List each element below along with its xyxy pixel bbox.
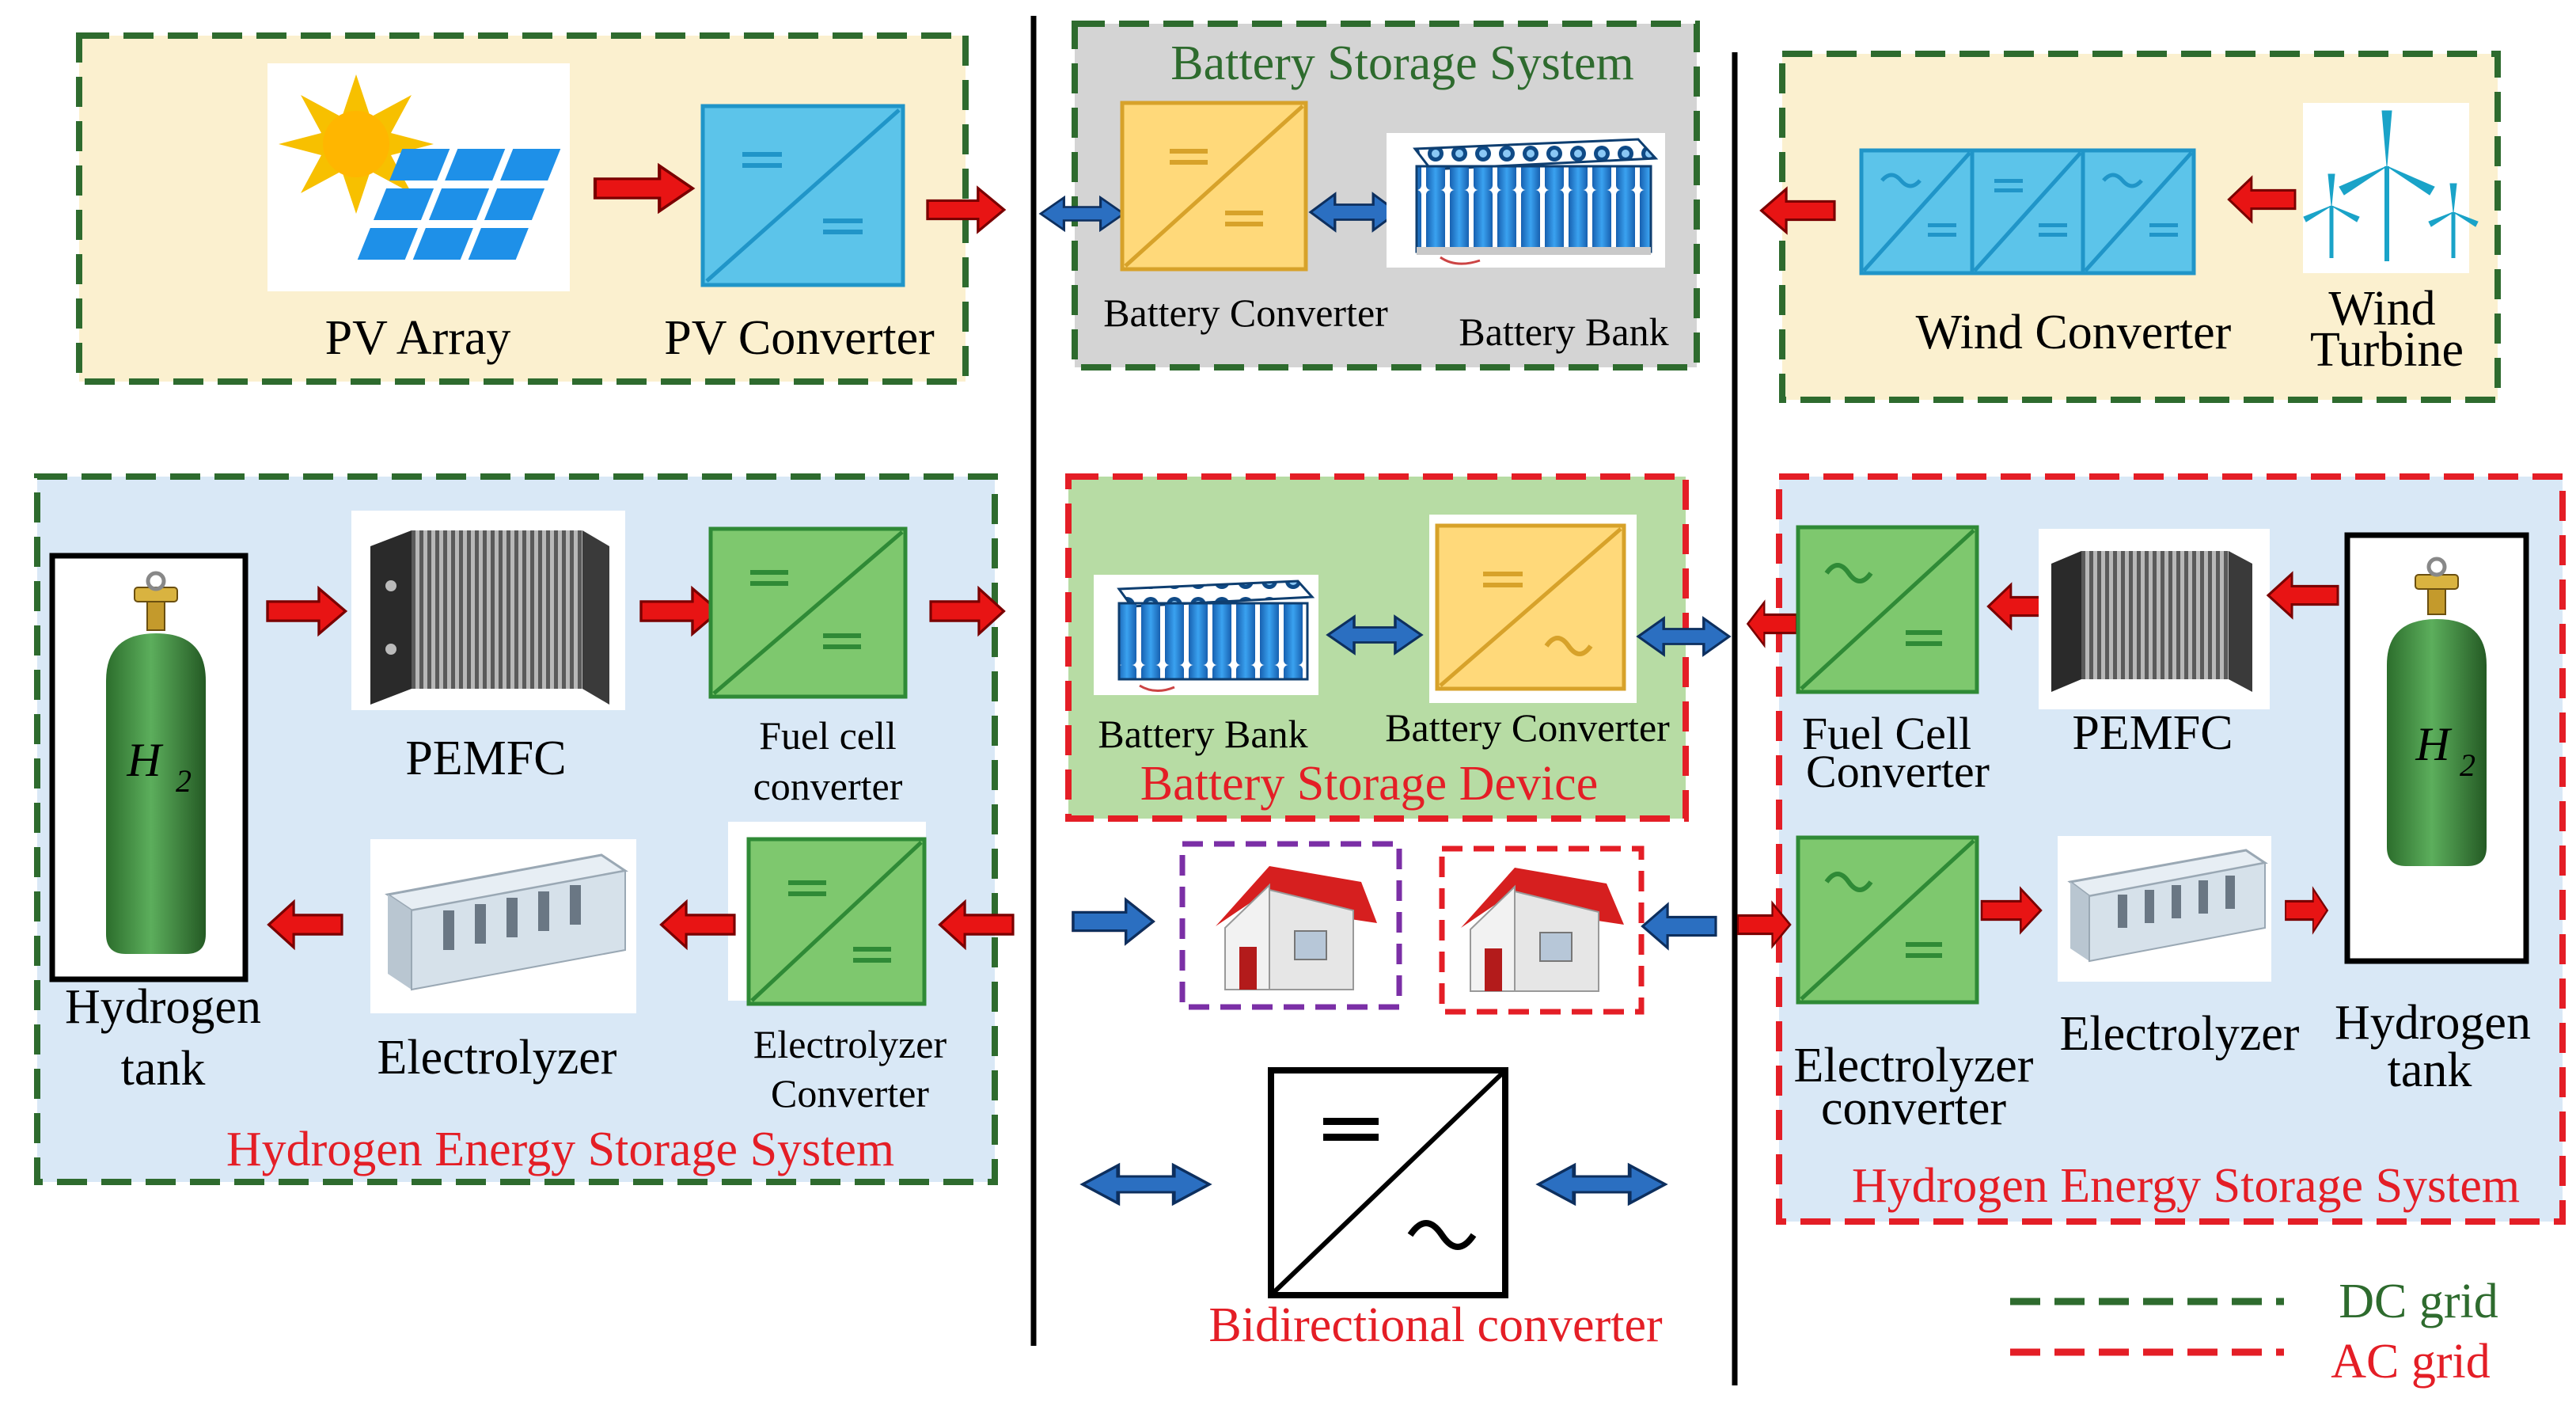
battery-bank-label: Battery Bank	[1459, 310, 1668, 354]
ac-electrolyzer-label: Electrolyzer	[2060, 1007, 2300, 1061]
hydrogen-tank-icon: H 2	[49, 553, 248, 982]
dc-hydrogen-system-title: Hydrogen Energy Storage System	[226, 1123, 894, 1176]
battery-storage-system-title: Battery Storage System	[1170, 36, 1633, 90]
electrolyzer-converter-icon-ac	[1796, 835, 1979, 1005]
battery-storage-device: Battery Bank Battery Converter Battery S…	[1065, 473, 1731, 822]
electrolyzer-converter-icon-dc	[728, 822, 927, 1006]
ac-fc-converter-label-line1: Fuel Cell	[1802, 708, 1971, 759]
ac-tank-label-line1: Hydrogen	[2335, 996, 2531, 1050]
dc-el-converter-label-line2: Converter	[771, 1071, 929, 1115]
ac-fc-converter-label-line2: Converter	[1806, 746, 1990, 797]
fuel-cell-converter-icon-ac	[1796, 525, 1979, 694]
dc-load-house	[1179, 841, 1402, 1010]
pemfc-icon-ac	[2039, 529, 2270, 709]
battery-storage-system: Battery Storage System Battery Converter…	[1039, 21, 1700, 370]
wind-converter-icon	[1859, 148, 2196, 276]
wind-section: Wind Converter Wind Turbine	[1760, 51, 2501, 403]
pemfc-icon-dc	[351, 511, 625, 710]
hydrogen-tank-icon-ac: H 2	[2344, 532, 2529, 964]
pv-array-icon	[267, 63, 570, 291]
dc-hydrogen-system: H 2 PEMFC Fuel cell converter	[34, 473, 1015, 1185]
bidirectional-converter-icon	[1268, 1067, 1508, 1298]
dc-tank-label-line1: Hydrogen	[65, 980, 261, 1034]
pv-converter-label: PV Converter	[664, 311, 935, 365]
ac-pemfc-label: PEMFC	[2072, 706, 2233, 760]
battery-converter-dc-icon	[1120, 101, 1308, 272]
wind-turbine-label-line2: Turbine	[2310, 323, 2464, 377]
pv-array-label: PV Array	[325, 311, 511, 365]
house-icon-ac	[1461, 868, 1624, 992]
battery-storage-device-title: Battery Storage Device	[1140, 757, 1598, 811]
dc-load-arrow-shape	[1072, 897, 1155, 946]
ac-load-house	[1439, 846, 1645, 1015]
dc-tank-label-line2: tank	[121, 1042, 206, 1096]
battery-converter-label: Battery Converter	[1103, 291, 1388, 335]
pv-section: PV Array PV Converter	[76, 32, 1006, 385]
legend-dc-label: DC grid	[2339, 1275, 2498, 1328]
dc-electrolyzer-label: Electrolyzer	[377, 1031, 617, 1085]
wind-converter-label: Wind Converter	[1916, 306, 2232, 359]
bidirectional-arrow-inverter-to-ac-bus	[1538, 1165, 1665, 1203]
dc-tank-symbol: H	[126, 734, 164, 786]
pv-converter-icon	[700, 104, 905, 287]
ac-battery-bank-label: Battery Bank	[1098, 712, 1307, 756]
ac-tank-symbol: H	[2415, 718, 2453, 770]
ac-el-converter-label-line1: Electrolyzer	[1794, 1039, 2034, 1092]
dc-el-converter-label-line1: Electrolyzer	[753, 1022, 947, 1066]
ac-tank-symbol-sub: 2	[2460, 747, 2475, 783]
dc-tank-symbol-sub: 2	[176, 763, 192, 799]
ac-el-converter-label-line2: converter	[1821, 1081, 2006, 1135]
wind-turbine-label-line1: Wind	[2328, 282, 2435, 336]
bidirectional-converter-label: Bidirectional converter	[1208, 1298, 1663, 1352]
ac-tank-label-line2: tank	[2388, 1043, 2472, 1097]
electrolyzer-icon-dc	[370, 839, 636, 1013]
dc-pemfc-label: PEMFC	[405, 732, 566, 785]
dc-fc-converter-label-line2: converter	[753, 764, 903, 808]
ac-battery-converter-label: Battery Converter	[1385, 705, 1670, 750]
legend-ac-label: AC grid	[2331, 1335, 2491, 1389]
bidirectional-converter: Bidirectional converter	[1083, 1067, 1665, 1352]
dc-fc-converter-label-line1: Fuel cell	[759, 713, 897, 758]
fuel-cell-converter-icon-dc	[708, 526, 908, 699]
ac-hydrogen-system: H 2 Fuel Cell Converter PEMFC Electrolyz…	[1736, 473, 2566, 1225]
bidirectional-arrow-dc-bus-to-inverter	[1083, 1165, 1209, 1203]
ac-hydrogen-system-title: Hydrogen Energy Storage System	[1852, 1159, 2520, 1213]
battery-converter-ac-icon	[1429, 515, 1637, 703]
battery-bank-icon-ac	[1094, 575, 1318, 695]
electrolyzer-icon-ac	[2058, 836, 2271, 982]
flow-arrow-ac-bus-to-ac-load	[1641, 902, 1717, 951]
wind-turbine-icon	[2303, 103, 2479, 273]
house-icon-dc	[1216, 866, 1377, 990]
battery-bank-icon	[1387, 133, 1665, 268]
legend: DC grid AC grid	[2010, 1275, 2498, 1389]
